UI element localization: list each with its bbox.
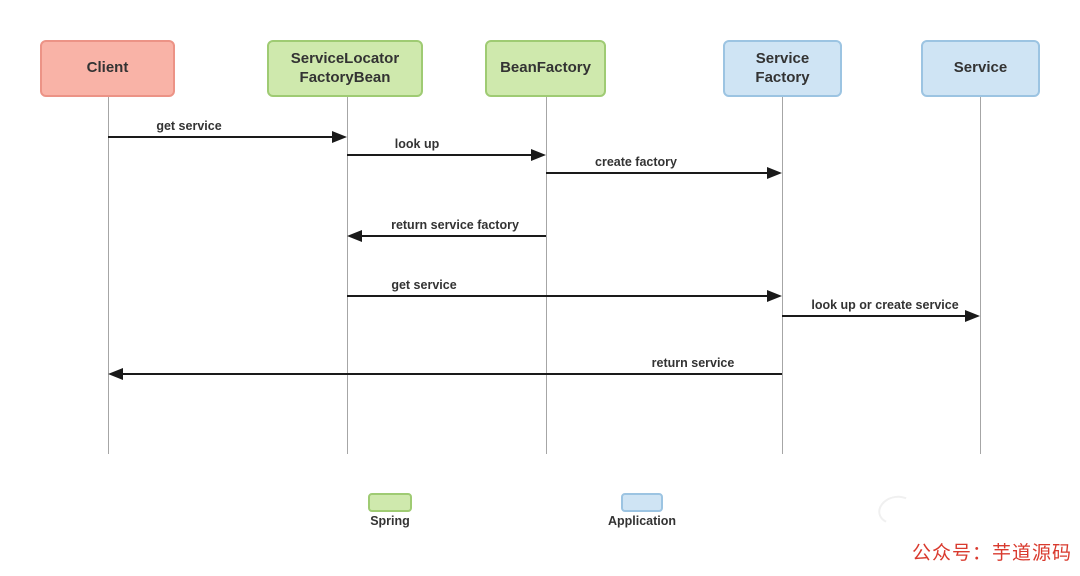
lifeline-service-factory	[782, 97, 783, 454]
actor-box-service-locator-factory-bean: ServiceLocator FactoryBean	[267, 40, 423, 97]
brand-watermark-text: 公众号：芋道源码	[911, 543, 1072, 564]
arrowhead-right-icon-1	[531, 149, 546, 161]
message-label-5: look up or create service	[811, 298, 959, 312]
lifeline-service-locator-factory-bean	[347, 97, 348, 454]
lifeline-client	[108, 97, 109, 454]
message-line-4	[347, 295, 769, 297]
arrowhead-right-icon-5	[965, 310, 980, 322]
message-line-3	[360, 235, 546, 237]
arrowhead-left-icon-3	[347, 230, 362, 242]
legend-swatch-spring	[368, 493, 412, 512]
message-line-0	[108, 136, 334, 138]
legend-swatch-application	[621, 493, 663, 512]
message-label-1: look up	[394, 137, 440, 151]
lifeline-bean-factory	[546, 97, 547, 454]
arrowhead-right-icon-2	[767, 167, 782, 179]
actor-box-service-factory: Service Factory	[723, 40, 842, 97]
message-line-6	[121, 373, 782, 375]
message-label-3: return service factory	[391, 218, 519, 232]
arrowhead-right-icon-0	[332, 131, 347, 143]
message-label-2: create factory	[595, 155, 677, 169]
message-line-5	[782, 315, 967, 317]
actor-box-client: Client	[40, 40, 175, 97]
arrowhead-right-icon-4	[767, 290, 782, 302]
legend-label-spring: Spring	[370, 514, 410, 528]
message-line-2	[546, 172, 769, 174]
legend-label-application: Application	[607, 514, 677, 528]
arrowhead-left-icon-6	[108, 368, 123, 380]
watermark-arc-decoration	[874, 491, 918, 529]
actor-box-service: Service	[921, 40, 1040, 97]
message-line-1	[347, 154, 533, 156]
message-label-6: return service	[651, 356, 735, 370]
lifeline-service	[980, 97, 981, 454]
message-label-0: get service	[156, 119, 222, 133]
actor-box-bean-factory: BeanFactory	[485, 40, 606, 97]
message-label-4: get service	[391, 278, 457, 292]
